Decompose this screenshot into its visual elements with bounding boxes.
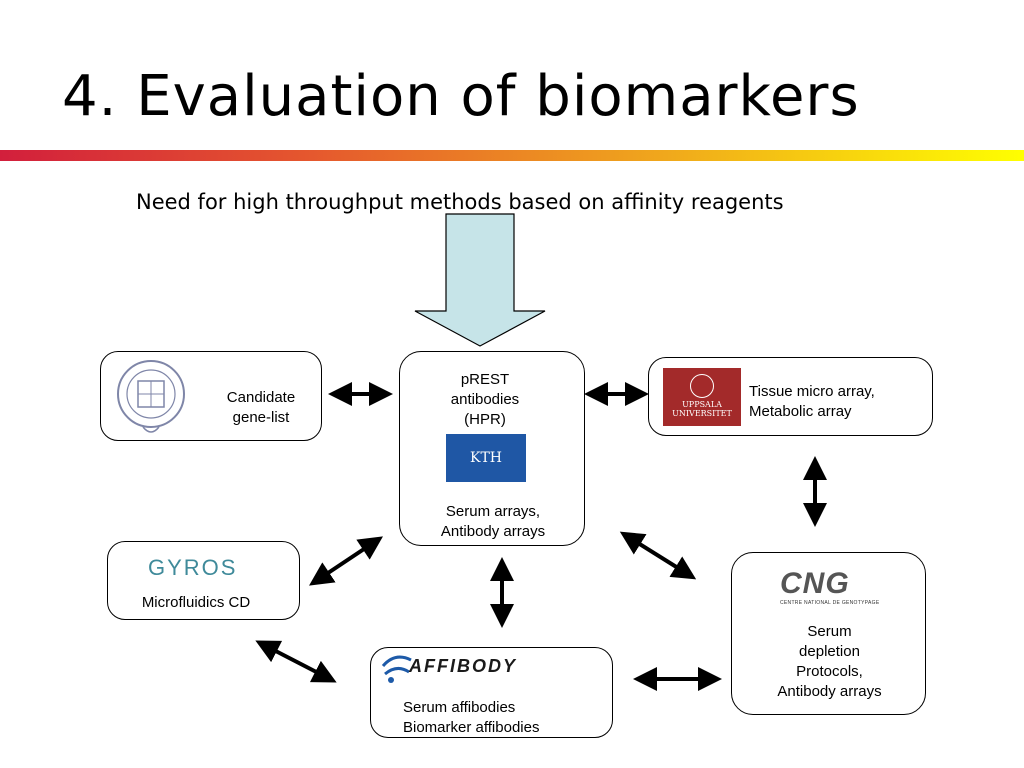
kth-label-line-2: antibodies	[450, 391, 520, 408]
kth-logo-icon: KTH	[446, 434, 526, 482]
oxford-seal-icon	[117, 360, 185, 433]
cng-logo-subtext: CENTRE NATIONAL DE GENOTYPAGE	[780, 600, 880, 606]
uppsala-logo-icon: UPPSALA UNIVERSITET	[663, 368, 741, 426]
cng-label-line-1: Serum	[807, 623, 852, 640]
slide-title: 4. Evaluation of biomarkers	[62, 64, 860, 129]
uppsala-label-line-2: Metabolic array	[749, 403, 852, 420]
oxford-label-line-1: Candidate	[226, 389, 296, 406]
node-tissue-micro-array: UPPSALA UNIVERSITET Tissue micro array, …	[648, 357, 933, 436]
node-serum-depletion: CNG CENTRE NATIONAL DE GENOTYPAGE Serum …	[731, 552, 926, 715]
uppsala-label-line-1: Tissue micro array,	[749, 383, 875, 400]
node-microfluidics-cd: GYROS Microfluidics CD	[107, 541, 300, 620]
uppsala-seal-icon	[690, 374, 714, 398]
uppsala-logo-text-1: UPPSALA	[682, 400, 722, 409]
kth-logo-text: KTH	[469, 450, 502, 466]
affibody-swirl-icon	[381, 655, 412, 683]
gyros-label: Microfluidics CD	[141, 594, 251, 611]
arrow-kth-cng	[619, 531, 697, 580]
arrow-kth-gyros	[309, 536, 383, 586]
node-prest-antibodies: pREST antibodies (HPR) KTH Serum arrays,…	[399, 351, 585, 546]
cng-label-line-4: Antibody arrays	[777, 683, 882, 700]
oxford-label-line-2: gene-list	[232, 409, 290, 426]
node-candidate-gene-list: Candidate gene-list	[100, 351, 322, 441]
node-affibody: AFFIBODY Serum affibodies Biomarker affi…	[370, 647, 613, 738]
uppsala-logo-text-2: UNIVERSITET	[672, 409, 732, 418]
kth-bottom-line-2: Antibody arrays	[440, 523, 546, 540]
title-gradient-bar	[0, 150, 1024, 161]
kth-bottom-line-1: Serum arrays,	[445, 503, 541, 520]
gyros-logo-text: GYROS	[148, 555, 238, 580]
cng-label-line-2: depletion	[799, 643, 860, 660]
cng-logo-text: CNG	[780, 567, 850, 600]
affibody-logo-text: AFFIBODY	[409, 656, 517, 676]
affibody-label-line-1: Serum affibodies	[403, 699, 516, 716]
kth-label-line-3: (HPR)	[464, 411, 506, 428]
kth-label-line-1: pREST	[460, 371, 510, 388]
cng-label-line-3: Protocols,	[796, 663, 863, 680]
arrow-gyros-affibody	[255, 640, 337, 683]
affibody-label-line-2: Biomarker affibodies	[403, 719, 540, 736]
slide-subtitle: Need for high throughput methods based o…	[136, 190, 784, 214]
